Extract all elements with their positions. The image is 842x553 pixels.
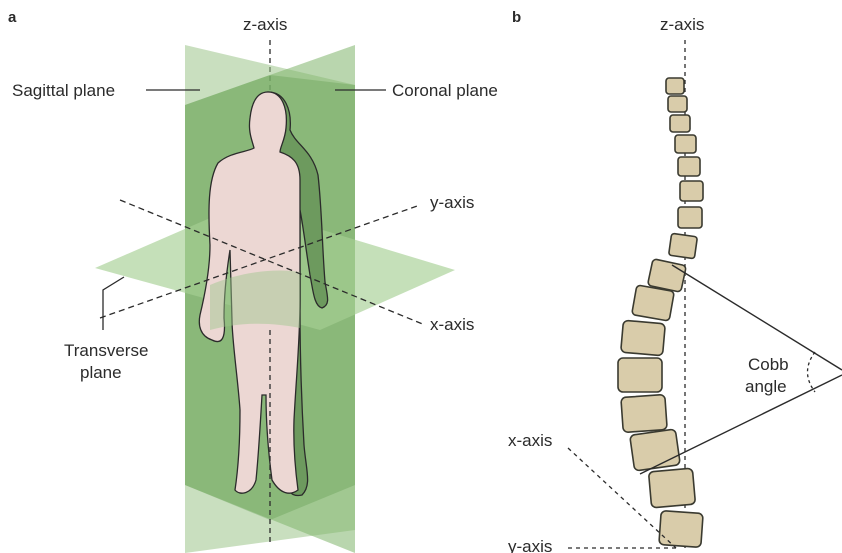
panel-a-letter: a (8, 9, 17, 26)
vertebra (670, 115, 690, 132)
x-axis-label-b: x-axis (508, 431, 552, 450)
transverse-label-line2: plane (80, 363, 122, 382)
transverse-leader (103, 277, 124, 330)
vertebra (678, 157, 700, 176)
y-axis-label-b: y-axis (508, 537, 552, 553)
spine (618, 78, 703, 547)
cobb-label-line2: angle (745, 377, 787, 396)
panel-b-letter: b (512, 9, 521, 26)
coronal-plane-label: Coronal plane (392, 81, 498, 100)
vertebra (680, 181, 703, 201)
x-axis-label-a: x-axis (430, 315, 474, 334)
cobb-lower-line (640, 375, 842, 474)
y-axis-label-a: y-axis (430, 193, 474, 212)
vertebra (630, 429, 681, 471)
vertebra (668, 96, 687, 112)
transverse-label-line1: Transverse (64, 341, 148, 360)
z-axis-label-a: z-axis (243, 15, 287, 34)
vertebra (618, 358, 662, 392)
vertebra (675, 135, 696, 153)
panel-b: b z-axis Cobb angle (508, 9, 842, 553)
panel-a: a z-axis Sagittal plane Coronal plane y-… (8, 9, 498, 553)
vertebra (666, 78, 684, 94)
vertebra (678, 207, 702, 228)
vertebra (621, 395, 667, 433)
sagittal-plane-label: Sagittal plane (12, 81, 115, 100)
cobb-label-line1: Cobb (748, 355, 789, 374)
vertebra (669, 233, 698, 258)
z-axis-label-b: z-axis (660, 15, 704, 34)
vertebra (659, 511, 703, 548)
cobb-angle-arc (808, 352, 816, 392)
vertebra (649, 468, 696, 508)
vertebra (632, 285, 675, 321)
vertebra (621, 320, 666, 356)
